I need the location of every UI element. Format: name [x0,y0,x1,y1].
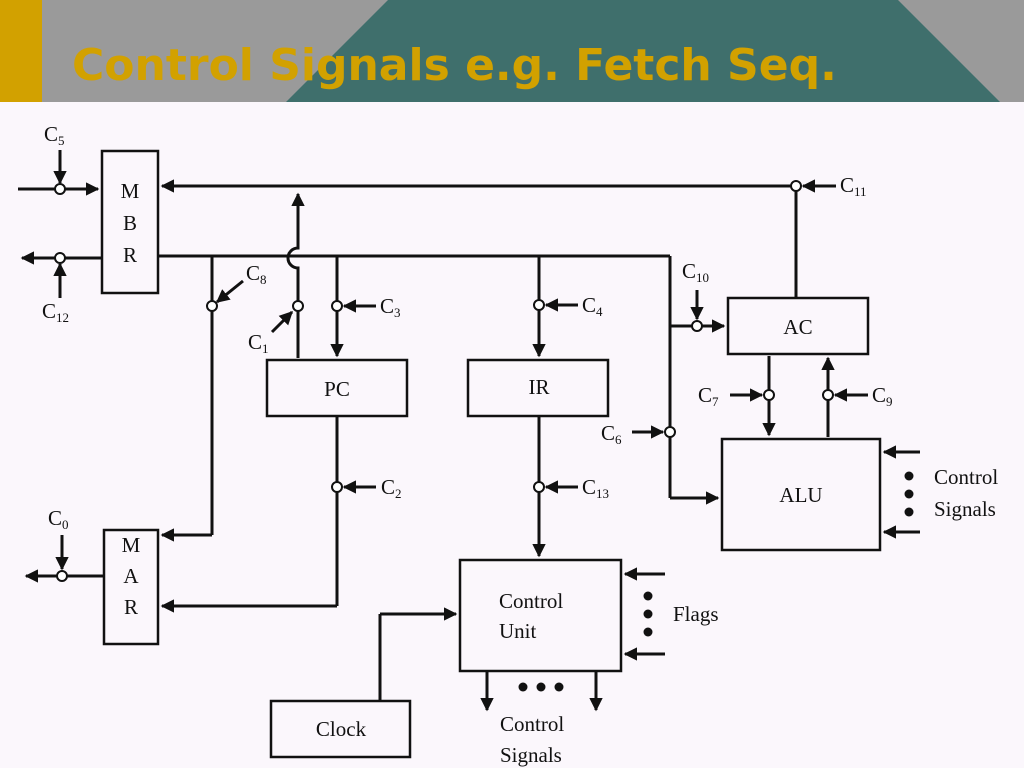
mbr-letter: R [123,243,137,267]
accent-stripe [0,0,42,102]
signal-c0-label: C0 [48,506,69,532]
pc-label: PC [324,377,350,401]
gates [54,180,834,582]
signal-c8-label: C8 [246,261,267,287]
ellipsis-dot [554,682,564,692]
gate-c0 [56,570,68,582]
gate-c13 [533,481,545,493]
gate-c12 [54,252,66,264]
slide-title: Control Signals e.g. Fetch Seq. [72,40,837,91]
mar-letter: R [124,595,138,619]
ellipsis-dot [904,471,914,481]
ellipsis-dot [904,489,914,499]
gate-c5 [54,183,66,195]
mbr-letter: M [121,179,140,203]
alu-block: ALU [720,437,882,552]
ellipsis-dot [643,627,653,637]
ellipsis-dot [518,682,528,692]
signal-c6-label: C6 [601,421,622,447]
signal-c13-label: C13 [582,475,609,501]
control-unit-box [458,558,623,673]
signal-c1-label: C1 [248,330,269,356]
alu-box [720,437,882,552]
signal-c9-label: C9 [872,383,893,409]
c1-arrow [270,310,294,334]
signal-c10-label: C10 [682,259,709,285]
clock-box [269,699,412,759]
mar-block: M A R [102,528,160,646]
gate-c7 [763,389,775,401]
gray-band-left [42,0,388,102]
signal-c7-label: C7 [698,383,719,409]
ellipsis-dot [643,609,653,619]
signal-c2-label: C2 [381,475,402,501]
mar-letter: M [122,533,141,557]
gate-c10 [691,320,703,332]
blocks: M B R M A R PC IR AC ALU Control [100,149,882,759]
gate-c8 [206,300,218,312]
signal-c5-label: C5 [44,122,65,148]
ellipsis-dot [643,591,653,601]
mbr-block: M B R [100,149,160,295]
ellipsis-dot [904,507,914,517]
gate-c3 [331,300,343,312]
clock-block: Clock [269,699,412,759]
control-signal-arrows [53,150,868,571]
pc-to-mbr-line [286,192,305,358]
signal-c12-label: C12 [42,299,69,325]
control-unit-block: Control Unit [458,558,623,673]
flags-label: Flags [673,602,719,626]
control-unit-label: Unit [499,619,537,643]
ir-block: IR [466,358,610,418]
cu-control-signals-label: Signals [500,743,562,767]
ac-label: AC [783,315,812,339]
mbr-box [100,149,160,295]
signal-labels: C5 C12 C11 C8 C1 C3 C4 C10 C7 C9 C6 C2 C… [42,122,893,532]
gate-c2 [331,481,343,493]
gate-c9 [822,389,834,401]
mar-box [102,528,160,646]
ir-box [466,358,610,418]
alu-label: ALU [779,483,822,507]
signal-c4-label: C4 [582,293,603,319]
gate-c6 [664,426,676,438]
gray-band-right [898,0,1024,102]
clock-label: Clock [316,717,367,741]
pc-box [265,358,409,418]
gate-c4 [533,299,545,311]
side-labels: Control Signals Flags Control Signals [500,465,998,767]
cu-control-signals-label: Control [500,712,564,736]
gate-c11 [790,180,802,192]
pc-block: PC [265,358,409,418]
alu-control-signals-label: Control [934,465,998,489]
signal-c11-label: C11 [840,173,867,199]
ir-label: IR [529,375,550,399]
signal-c3-label: C3 [380,294,401,320]
mbr-letter: B [123,211,137,235]
ac-box [726,296,870,356]
ellipsis-dot [536,682,546,692]
control-unit-label: Control [499,589,563,613]
gate-c1 [292,300,304,312]
ac-block: AC [726,296,870,356]
mar-letter: A [123,564,139,588]
alu-control-signals-label: Signals [934,497,996,521]
c8-arrow [215,279,244,304]
